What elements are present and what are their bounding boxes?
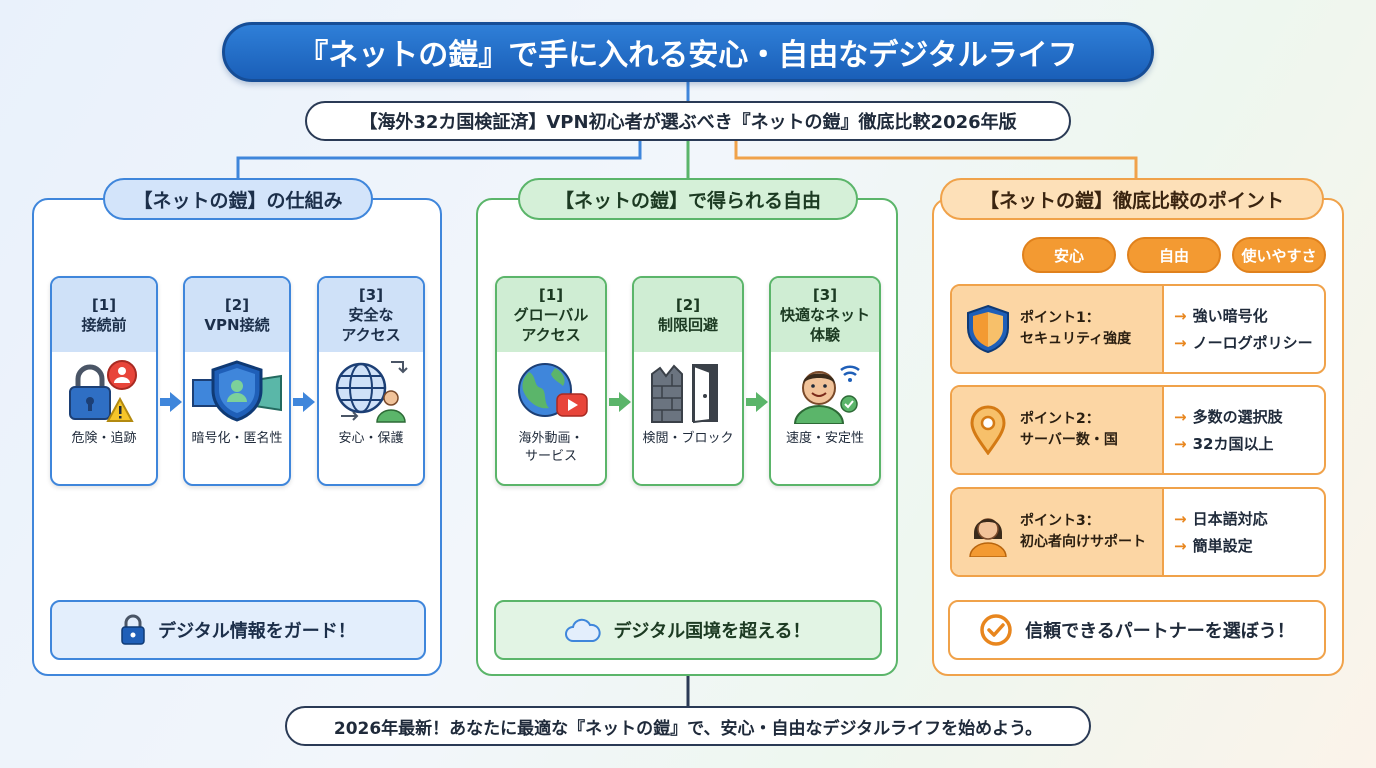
arrow-right-icon xyxy=(746,392,768,412)
step-number: [2] xyxy=(224,296,250,314)
arrow-right-icon xyxy=(293,392,315,412)
slogan-text: デジタル国境を超える！ xyxy=(613,621,811,642)
tag-tsukaiyasusa: 使いやすさ xyxy=(1232,237,1326,273)
point-row-1: ポイント1： セキュリティ強度 →強い暗号化 →ノーログポリシー xyxy=(950,284,1326,374)
point-item: →強い暗号化 xyxy=(1174,307,1268,325)
step-caption: 速度・安定性 xyxy=(785,431,864,446)
point-title: ポイント2： サーバー数・国 xyxy=(1020,411,1118,448)
step-caption: 安心・保護 xyxy=(338,431,404,446)
broken-wall-door-icon xyxy=(651,364,718,424)
arrow-right-icon: → xyxy=(1174,537,1187,555)
happy-user-wifi-icon xyxy=(793,365,860,424)
step-caption: 検閲・ブロック xyxy=(642,431,734,446)
page-title: 『ネットの鎧』で手に入れる安心・自由なデジタルライフ xyxy=(222,22,1154,82)
location-pin-icon xyxy=(970,405,1006,455)
arrow-right-icon: → xyxy=(1174,435,1187,453)
step-number: [3] xyxy=(812,286,838,304)
mechanism-step-1: [1] 接続前 危険・追跡 xyxy=(50,276,158,486)
step-label: 接続前 xyxy=(81,316,127,334)
step-label: VPN接続 xyxy=(204,316,270,334)
freedom-step-1: [1] グローバル アクセス 海外動画・ サービス xyxy=(495,276,607,486)
point-title: ポイント3： 初心者向けサポート xyxy=(1020,513,1146,550)
arrow-right-icon: → xyxy=(1174,510,1187,528)
point-item: →日本語対応 xyxy=(1174,510,1268,528)
footer-message: 2026年最新！あなたに最適な『ネットの鎧』で、安心・自由なデジタルライフを始め… xyxy=(285,706,1091,746)
point-row-2: ポイント2： サーバー数・国 →多数の選択肢 →32カ国以上 xyxy=(950,385,1326,475)
tag-anshin: 安心 xyxy=(1022,237,1116,273)
shield-tunnel-icon xyxy=(192,360,282,422)
arrow-right-icon: → xyxy=(1174,408,1187,426)
arrow-right-icon: → xyxy=(1174,307,1187,325)
lock-icon xyxy=(121,614,145,645)
step-label: 制限回避 xyxy=(657,316,718,334)
support-person-icon xyxy=(969,518,1007,557)
step-number: [3] xyxy=(358,286,384,304)
point-item: →ノーログポリシー xyxy=(1174,334,1313,352)
step-number: [1] xyxy=(91,296,117,314)
shield-icon xyxy=(967,304,1009,354)
tag-jiyu: 自由 xyxy=(1127,237,1221,273)
step-caption: 危険・追跡 xyxy=(71,431,137,446)
cloud-icon xyxy=(565,618,602,642)
step-label: 安全な アクセス xyxy=(341,306,401,344)
padlock-warning-icon xyxy=(69,360,137,422)
step-label: 快適なネット 体験 xyxy=(779,306,870,344)
point-title: ポイント1： セキュリティ強度 xyxy=(1020,310,1132,347)
freedom-step-3: [3] 快適なネット 体験 速度・安定性 xyxy=(769,276,881,486)
step-caption: 海外動画・ サービス xyxy=(518,431,584,464)
step-caption: 暗号化・匿名性 xyxy=(191,431,283,446)
comparison-slogan: 信頼できるパートナーを選ぼう！ xyxy=(948,600,1326,660)
mechanism-header: 【ネットの鎧】の仕組み xyxy=(103,178,373,220)
point-item: →簡単設定 xyxy=(1174,537,1253,555)
freedom-header: 【ネットの鎧】で得られる自由 xyxy=(518,178,858,220)
point-item: →多数の選択肢 xyxy=(1174,408,1283,426)
mechanism-slogan: デジタル情報をガード！ xyxy=(50,600,426,660)
freedom-slogan: デジタル国境を超える！ xyxy=(494,600,882,660)
mechanism-step-3: [3] 安全な アクセス 安心・保護 xyxy=(317,276,425,486)
step-number: [2] xyxy=(675,296,701,314)
page-subtitle: 【海外32カ国検証済】VPN初心者が選ぶべき『ネットの鎧』徹底比較2026年版 xyxy=(305,101,1071,141)
step-number: [1] xyxy=(538,286,564,304)
globe-user-icon xyxy=(335,361,408,423)
mechanism-step-2: [2] VPN接続 暗号化・匿名性 xyxy=(183,276,291,486)
freedom-step-2: [2] 制限回避 検閲・ブロック xyxy=(632,276,744,486)
point-item: →32カ国以上 xyxy=(1174,435,1274,453)
comparison-header: 【ネットの鎧】徹底比較のポイント xyxy=(940,178,1324,220)
point-row-3: ポイント3： 初心者向けサポート →日本語対応 →簡単設定 xyxy=(950,487,1326,577)
globe-video-icon xyxy=(518,363,588,417)
slogan-text: 信頼できるパートナーを選ぼう！ xyxy=(1025,621,1295,642)
arrow-right-icon: → xyxy=(1174,334,1187,352)
step-label: グローバル アクセス xyxy=(513,306,589,344)
arrow-right-icon xyxy=(160,392,182,412)
check-circle-icon xyxy=(980,614,1012,646)
slogan-text: デジタル情報をガード！ xyxy=(158,621,356,642)
arrow-right-icon xyxy=(609,392,631,412)
